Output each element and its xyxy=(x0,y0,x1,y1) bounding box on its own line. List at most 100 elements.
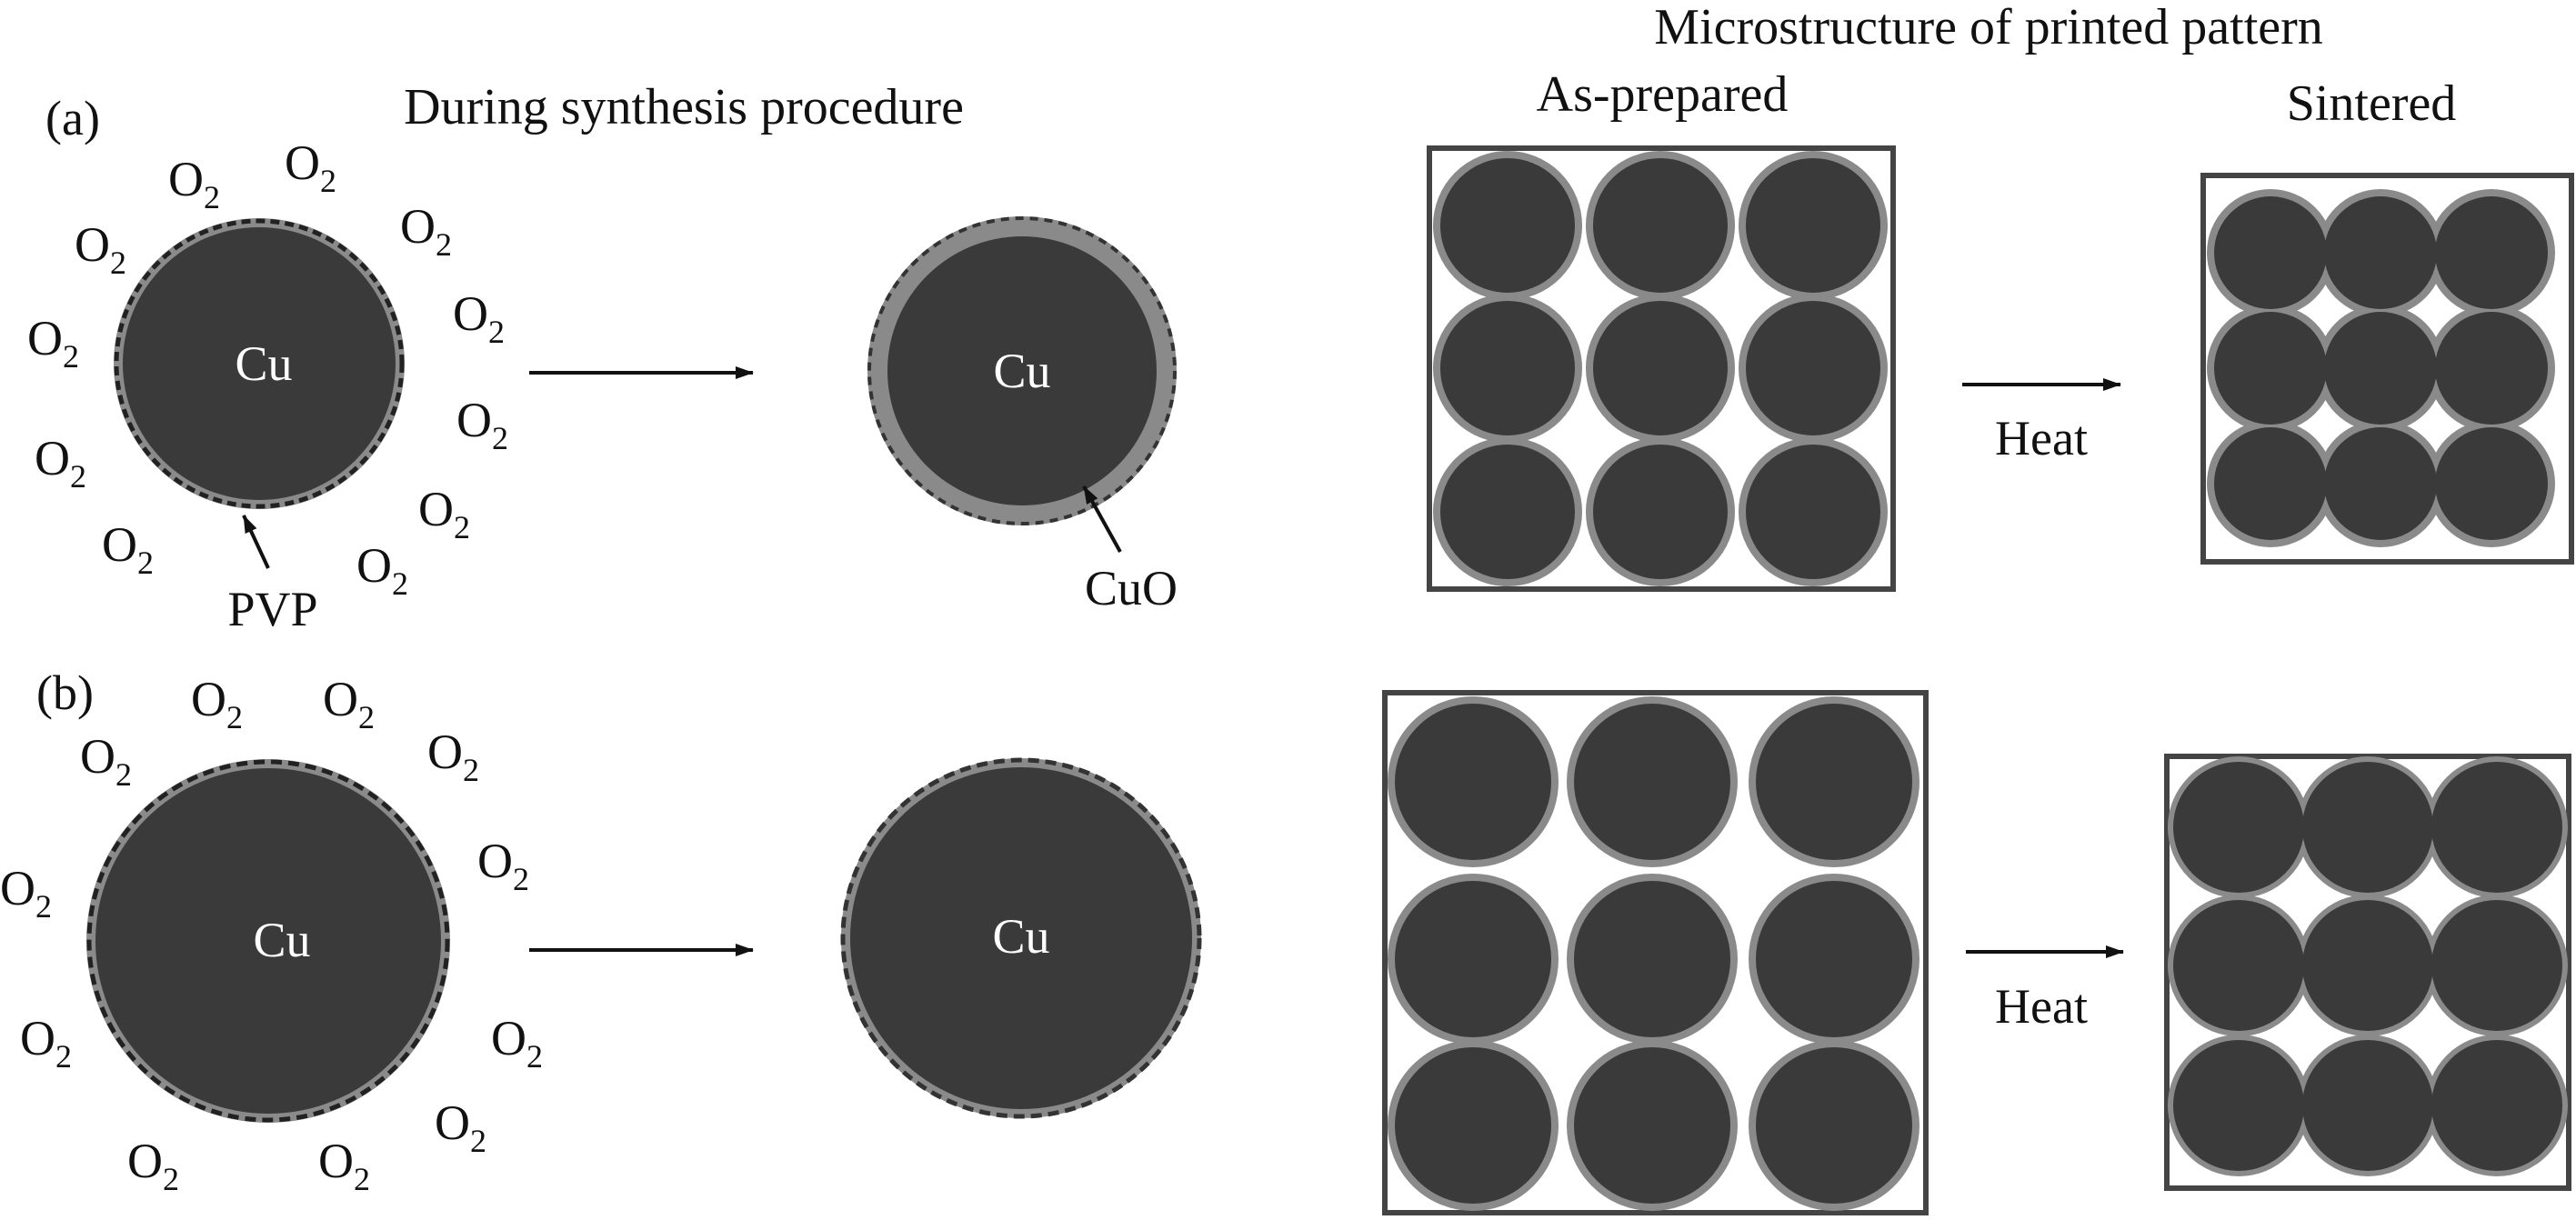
oxygen-label: O2 xyxy=(491,1011,543,1075)
core-particle xyxy=(2431,1040,2562,1171)
grid-particle xyxy=(1567,874,1738,1045)
oxygen-label-base: O xyxy=(418,482,454,536)
oxygen-label: O2 xyxy=(102,517,154,581)
oxygen-label-sub: 2 xyxy=(513,861,529,897)
oxygen-label: O2 xyxy=(435,1095,486,1159)
oxygen-label-base: O xyxy=(127,1134,163,1188)
core-particle xyxy=(2302,762,2433,893)
oxygen-label-base: O xyxy=(0,861,35,915)
grid-particle xyxy=(1433,294,1582,443)
cu-label: Cu xyxy=(992,909,1049,964)
grid-particle xyxy=(1749,1040,1919,1211)
core-particle xyxy=(2431,762,2562,893)
oxygen-label: O2 xyxy=(427,725,479,788)
oxygen-label-sub: 2 xyxy=(354,1161,370,1197)
pointer-arrow-icon xyxy=(1082,485,1122,553)
pvp-label: PVP xyxy=(227,582,317,636)
grid-particle xyxy=(1388,874,1559,1045)
header-sintered: Sintered xyxy=(2287,75,2457,132)
oxygen-label: O2 xyxy=(356,538,408,602)
oxygen-label-base: O xyxy=(427,725,463,779)
core-particle xyxy=(2435,312,2548,425)
oxygen-label-sub: 2 xyxy=(137,545,154,581)
oxygen-label-base: O xyxy=(102,517,137,572)
oxygen-label-base: O xyxy=(400,199,436,254)
panel-label-a: (a) xyxy=(45,91,100,145)
oxygen-label-base: O xyxy=(285,135,320,190)
core-particle xyxy=(2324,312,2437,425)
oxygen-label-sub: 2 xyxy=(526,1038,543,1075)
grid-particle xyxy=(1586,294,1735,443)
core-particle xyxy=(2173,900,2304,1031)
oxygen-label: O2 xyxy=(80,729,132,793)
oxygen-label-sub: 2 xyxy=(454,509,470,545)
oxygen-labels-b: O2 O2 O2 O2 O2 O2 O2 O2 O2 O2 O2 xyxy=(0,672,543,1197)
grid-particle xyxy=(1567,1040,1738,1211)
heat-label: Heat xyxy=(1995,979,2088,1034)
oxygen-label-base: O xyxy=(356,538,392,593)
oxygen-label-sub: 2 xyxy=(70,458,86,495)
oxygen-label-sub: 2 xyxy=(35,888,52,925)
oxygen-label: O2 xyxy=(168,152,220,215)
oxygen-label-sub: 2 xyxy=(63,338,79,375)
oxygen-label-sub: 2 xyxy=(492,420,508,456)
grid-particle xyxy=(1567,696,1738,867)
grid-particle xyxy=(1739,437,1888,586)
oxygen-label-base: O xyxy=(456,393,492,447)
core-particle xyxy=(2431,900,2562,1031)
oxygen-label-base: O xyxy=(75,217,110,272)
cuo-label: CuO xyxy=(1085,561,1178,615)
grid-particle xyxy=(1739,294,1888,443)
oxygen-label: O2 xyxy=(453,286,505,350)
cu-particle-cuo-a: Cu xyxy=(867,216,1177,525)
oxygen-label-sub: 2 xyxy=(204,179,220,215)
oxygen-label: O2 xyxy=(285,135,336,199)
grid-particle xyxy=(1586,437,1735,586)
oxygen-label-sub: 2 xyxy=(110,245,126,281)
oxygen-label-base: O xyxy=(318,1134,354,1188)
core-particle xyxy=(2435,427,2548,540)
oxygen-label-base: O xyxy=(80,729,115,784)
core-particle xyxy=(2214,312,2327,425)
core-particle xyxy=(2214,196,2327,309)
pvp-coating xyxy=(840,757,1202,1119)
cu-particle-coated-b: Cu xyxy=(840,757,1202,1119)
particle-grid xyxy=(1388,696,1919,1211)
core-particle xyxy=(2302,900,2433,1031)
core-particle xyxy=(2173,762,2304,893)
oxygen-label-sub: 2 xyxy=(115,756,132,793)
oxygen-label: O2 xyxy=(477,834,529,897)
particle-grid xyxy=(1433,151,1888,586)
particle-core xyxy=(95,768,441,1114)
particle-core xyxy=(850,767,1192,1109)
grid-particle xyxy=(1433,151,1582,300)
oxygen-label-sub: 2 xyxy=(463,752,479,788)
pointer-arrow-icon xyxy=(242,515,270,569)
oxygen-label-sub: 2 xyxy=(55,1038,72,1075)
sintered-pattern-b xyxy=(2164,754,2571,1191)
oxygen-label-sub: 2 xyxy=(436,226,452,263)
cu-label: Cu xyxy=(235,336,292,391)
oxygen-label-base: O xyxy=(191,672,226,726)
cu-particle-pvp-a: Cu xyxy=(114,218,405,509)
oxygen-label-sub: 2 xyxy=(226,699,243,735)
cu-label: Cu xyxy=(253,913,310,967)
oxygen-label-sub: 2 xyxy=(392,565,408,602)
sintered-core xyxy=(2173,762,2562,1171)
grid-particle xyxy=(1388,696,1559,867)
oxygen-label-base: O xyxy=(477,834,513,888)
cu-label: Cu xyxy=(993,344,1050,398)
sintered-core xyxy=(2214,196,2548,540)
oxygen-label-sub: 2 xyxy=(358,699,375,735)
grid-particle xyxy=(1433,437,1582,586)
oxygen-labels-a: O2 O2 O2 O2 O2 O2 O2 O2 O2 O2 O2 xyxy=(27,135,508,602)
grid-particle xyxy=(1749,696,1919,867)
oxygen-label: O2 xyxy=(191,672,243,735)
oxygen-label-base: O xyxy=(435,1095,470,1150)
core-particle xyxy=(2173,1040,2304,1171)
grid-particle xyxy=(1388,1040,1559,1211)
oxygen-label: O2 xyxy=(27,311,79,375)
oxygen-label: O2 xyxy=(323,672,375,735)
pvp-coating xyxy=(114,218,405,509)
